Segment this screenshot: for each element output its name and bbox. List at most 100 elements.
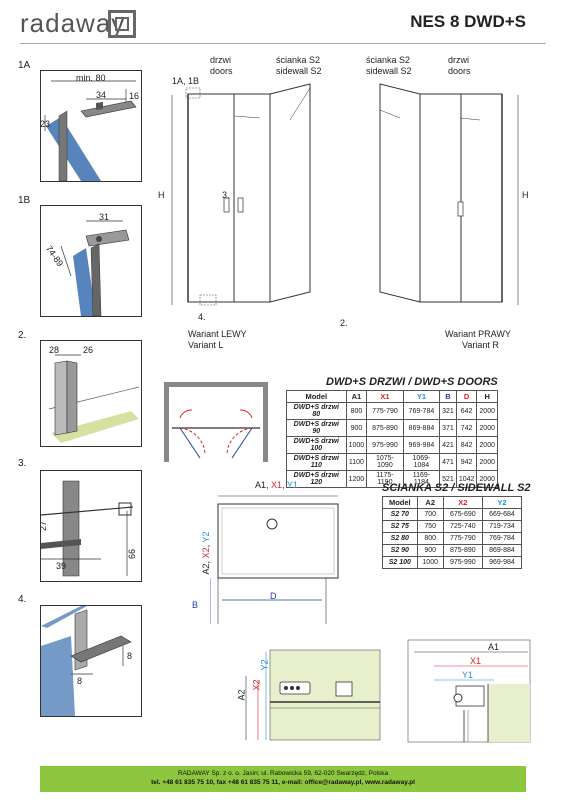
sidewall-table-header-row: Model A2 X2 Y2 (382, 496, 523, 509)
doors-table-cell-a1: 1000 (345, 436, 368, 454)
sidewall-table-cell-x2: 675-690 (442, 508, 483, 521)
detail-4-label: 4. (18, 594, 27, 605)
sidewall-col-x2: X2 (442, 496, 483, 509)
doors-table-cell-b: 371 (439, 419, 457, 437)
doors-table-cell-h: 2000 (476, 470, 498, 488)
plan-d-label: D (270, 591, 277, 601)
sidewall-table-cell-y2: 869-884 (481, 544, 523, 557)
sidewall-table-cell-y2: 969-984 (481, 556, 523, 569)
sidewall-table-cell-x2: 875-890 (442, 544, 483, 557)
dim-2-26: 26 (83, 345, 94, 355)
dim-1a-min80: min. 80 (76, 73, 106, 83)
sidewall-table-cell-x2: 775-790 (442, 532, 483, 545)
doors-table-cell-a1: 900 (345, 419, 368, 437)
dim-2-28: 28 (49, 345, 60, 355)
doors-table-cell-d: 642 (455, 402, 478, 420)
plan-x1: X1 (271, 480, 283, 490)
doors-table-cell-a1: 800 (345, 402, 368, 420)
doors-table-cell-x1: 775-790 (366, 402, 404, 420)
sidewall-table-cell-a2: 700 (416, 508, 444, 521)
doors-table-cell-a1: 1100 (345, 453, 368, 471)
doors-col-model: Model (286, 390, 347, 403)
mini-right-y1: Y1 (462, 670, 474, 680)
right-doors-label-pl: drzwi (448, 55, 470, 65)
left-sidewall-label-en: sidewall S2 (276, 66, 322, 76)
dim-4-8-vertical: 8 (127, 651, 133, 661)
plan-a1: A1 (255, 480, 267, 490)
doors-col-h: H (476, 390, 498, 403)
dim-1a-16: 16 (129, 91, 140, 101)
sidewall-table-cell-y2: 719-734 (481, 520, 523, 533)
sidewall-col-a2: A2 (416, 496, 444, 509)
detail-2-drawing (48, 354, 140, 443)
doors-table-cell-h: 2000 (476, 453, 498, 471)
doors-table-cell-h: 2000 (476, 436, 498, 454)
doors-table-cell-d: 942 (455, 453, 478, 471)
mini-left-y2: Y2 (259, 659, 270, 671)
mini-left-a2: A2 (236, 689, 247, 701)
left-marker-4: 4. (198, 312, 206, 322)
sidewall-table-cell-model: S2 80 (382, 532, 418, 545)
detail-1a-panel: min. 80 34 16 23 (40, 70, 142, 182)
left-variant-en: Variant L (188, 340, 224, 350)
floor-plan-drawing (210, 495, 339, 624)
brand-logo-icon (108, 10, 136, 38)
doors-table-cell-y1: 869-884 (402, 419, 441, 437)
left-doors-label-en: doors (210, 66, 233, 76)
footer-address: RADAWAY Sp. z o. o. Jasin; ul. Rabowicka… (177, 770, 389, 777)
sidewall-col-model: Model (382, 496, 418, 509)
sidewall-table-cell-a2: 750 (416, 520, 444, 533)
doors-col-x1: X1 (366, 390, 404, 403)
sidewall-table-cell-y2: 769-784 (481, 532, 523, 545)
dim-3-66: 66 (127, 548, 138, 560)
sidewall-table-title: ŚCIANKA S2 / SIDEWALL S2 (382, 482, 531, 494)
sidewall-table-cell-a2: 800 (416, 532, 444, 545)
mini-detail-right-drawing (407, 639, 531, 743)
doors-col-y1: Y1 (402, 390, 441, 403)
sidewall-table-cell-model: S2 100 (382, 556, 418, 569)
brand-logo-text: radaway (20, 8, 126, 38)
left-variant-pl: Wariant LEWY (188, 329, 247, 339)
doors-table-cell-d: 842 (455, 436, 478, 454)
dim-1b-31: 31 (99, 212, 110, 222)
doors-table-cell-model: DWD+S drzwi 80 (286, 402, 347, 420)
dim-1a-23: 23 (40, 119, 51, 129)
doors-table-cell-b: 521 (439, 470, 457, 488)
dim-3-39: 39 (56, 561, 67, 571)
mini-left-x2: X2 (251, 679, 262, 691)
sidewall-table-cell-y2: 669-684 (481, 508, 523, 521)
doors-table-cell-y1: 1169-1184 (402, 470, 441, 488)
doors-table-cell-h: 2000 (476, 419, 498, 437)
detail-2-label: 2. (18, 330, 27, 341)
right-sidewall-label-pl: ścianka S2 (366, 55, 411, 65)
sidewall-table-cell-model: S2 90 (382, 544, 418, 557)
plan-top-labels: A1, X1, Y1 (255, 480, 298, 490)
right-sidewall-label-en: sidewall S2 (366, 66, 412, 76)
left-elevation-drawing (171, 83, 311, 306)
doors-table-cell-y1: 1069-1084 (402, 453, 441, 471)
detail-1b-label: 1B (18, 195, 31, 206)
doors-table-cell-d: 1042 (455, 470, 478, 488)
sidewall-table-cell-x2: 725-740 (442, 520, 483, 533)
doors-table-cell-x1: 1075-1090 (366, 453, 404, 471)
left-marker-1a1b: 1A, 1B (172, 76, 200, 86)
detail-1b-panel: 31 74-89 (40, 205, 142, 317)
doors-col-d: D (455, 390, 478, 403)
detail-1a-label: 1A (18, 60, 31, 71)
detail-1a-drawing (44, 80, 137, 181)
right-elevation-drawing (379, 83, 519, 305)
sidewall-table-cell-model: S2 75 (382, 520, 418, 533)
detail-4-panel: 8 8 (40, 605, 142, 717)
sidewall-col-y2: Y2 (481, 496, 523, 509)
detail-3-panel: 27 39 66 (40, 470, 142, 582)
footer-contact: tel. +48 61 835 75 10, fax +48 61 835 75… (151, 779, 415, 786)
